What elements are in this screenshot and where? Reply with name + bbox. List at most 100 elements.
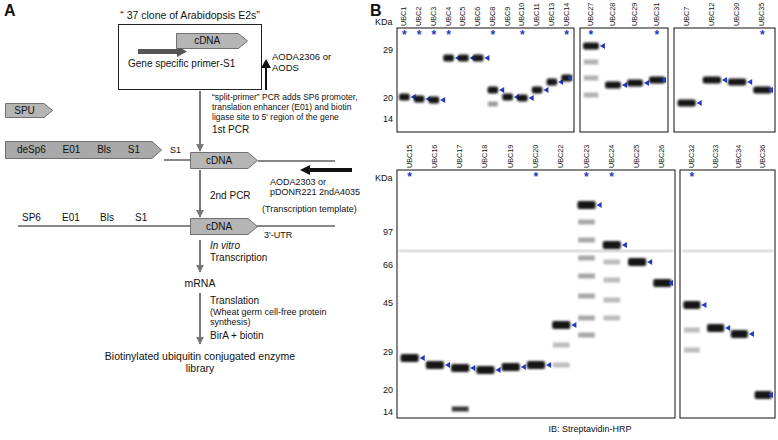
cdna-arrow: cDNA [176, 33, 248, 49]
lane-label: UBC19 [507, 145, 515, 168]
flow-arrow [199, 170, 201, 217]
protein-band [678, 100, 696, 107]
protein-smear [553, 343, 570, 348]
cdna-arrow: cDNA [190, 218, 258, 235]
element-label: S1 [135, 212, 147, 224]
vector-box: cDNA“ 37 clone of Arabidopsis E2s” [118, 24, 262, 90]
primer-name: AODA2303 or pDONR221 2ndA4035 [270, 177, 365, 198]
lane-label: UBC6 [474, 7, 482, 26]
primer-name: Gene specific primer-S1 [128, 58, 235, 70]
mw-marker: 97 [383, 227, 393, 237]
protein-smear [578, 220, 595, 225]
protein-band [683, 301, 700, 309]
protein-band [603, 241, 621, 249]
arrow-shape-outline [177, 34, 248, 49]
lane-label: UBC24 [608, 145, 616, 168]
primer-name: AODA2306 or AODS [272, 52, 336, 74]
axis-title: KDa [375, 17, 393, 27]
step-label: Transcription [210, 252, 267, 264]
protein-smear [684, 328, 700, 333]
band-marker-triangle [647, 259, 652, 265]
band-marker-triangle [567, 75, 572, 81]
element-label: 3'-UTR [264, 230, 292, 240]
band-marker-triangle [725, 325, 730, 331]
band-marker-triangle [445, 362, 450, 368]
protein-smear [684, 348, 700, 353]
promoter-arrow: SPU [5, 103, 53, 118]
element-label: E01 [62, 212, 80, 224]
band-marker-triangle [499, 87, 504, 93]
band-marker-triangle [597, 202, 602, 208]
protein-band [577, 201, 595, 209]
asterisk-mark: * [584, 171, 589, 183]
protein-band [547, 79, 558, 86]
primer-arrow [300, 165, 352, 175]
lane-label: UBC36 [759, 145, 767, 168]
band-marker-triangle [697, 100, 702, 106]
step-label: 2nd PCR [210, 190, 251, 202]
step-arrow [199, 240, 201, 272]
protein-band [583, 43, 599, 50]
asterisk-mark: * [490, 29, 495, 41]
lane-label: UBC25 [633, 145, 641, 168]
element-label: SP6 [22, 212, 41, 224]
lane-label: UBC4 [445, 7, 453, 26]
western-blot-group [397, 28, 775, 418]
blot-ground [397, 28, 574, 132]
band-marker-triangle [747, 79, 752, 85]
protein-band [414, 96, 425, 103]
arrow-shape-outline [191, 219, 258, 235]
blot-ground [397, 170, 675, 418]
protein-smear [603, 298, 620, 303]
axis-title: KDa [375, 173, 393, 183]
protein-band [426, 361, 444, 369]
panel-letter: A [4, 2, 16, 20]
band-marker-triangle [768, 87, 773, 93]
mw-marker: 45 [383, 298, 393, 308]
lane-label: UBC33 [712, 145, 720, 168]
protein-smear [584, 76, 599, 81]
lane-label: UBC31 [653, 3, 661, 26]
lane-label: UBC22 [557, 145, 565, 168]
band-marker-triangle [722, 77, 727, 83]
protein-band [502, 94, 513, 101]
primer-segment [164, 159, 190, 161]
band-marker-triangle [484, 55, 489, 61]
protein-band [502, 363, 520, 371]
lane-label: UBC29 [631, 3, 639, 26]
protein-band [703, 77, 721, 84]
asterisk-mark: * [534, 171, 539, 183]
band-marker-triangle [622, 82, 627, 88]
lane-label: UBC7 [683, 7, 691, 26]
blot-frame [674, 28, 775, 132]
protein-band [401, 354, 419, 362]
lane-label: UBC15 [406, 145, 414, 168]
primer-arrow [265, 66, 267, 90]
lane-label: UBC18 [481, 145, 489, 168]
asterisk-mark: * [655, 29, 660, 41]
element-label: S1 [170, 145, 181, 155]
protein-smear [452, 407, 469, 412]
band-marker-triangle [622, 242, 627, 248]
step-note: BirA + biotin [210, 330, 264, 342]
band-marker-triangle [496, 367, 501, 373]
blot-frame [680, 170, 775, 418]
protein-band [451, 364, 469, 372]
band-marker-triangle [470, 365, 475, 371]
band-marker-triangle [420, 355, 425, 361]
lane-label: UBC14 [563, 3, 571, 26]
lane-label: UBC30 [733, 3, 741, 26]
lane-label: UBC2 [415, 7, 423, 26]
protein-band [443, 55, 454, 62]
protein-band [605, 82, 621, 89]
protein-smear [553, 363, 570, 368]
lane-label: UBC10 [518, 3, 526, 26]
dna-strand [258, 161, 335, 162]
protein-smear [603, 316, 620, 321]
lane-label: UBC17 [456, 145, 464, 168]
asterisk-mark: * [446, 29, 451, 41]
flow-arrow [199, 91, 201, 151]
lane-label: UBC1 [400, 7, 408, 26]
band-marker-triangle [543, 87, 548, 93]
